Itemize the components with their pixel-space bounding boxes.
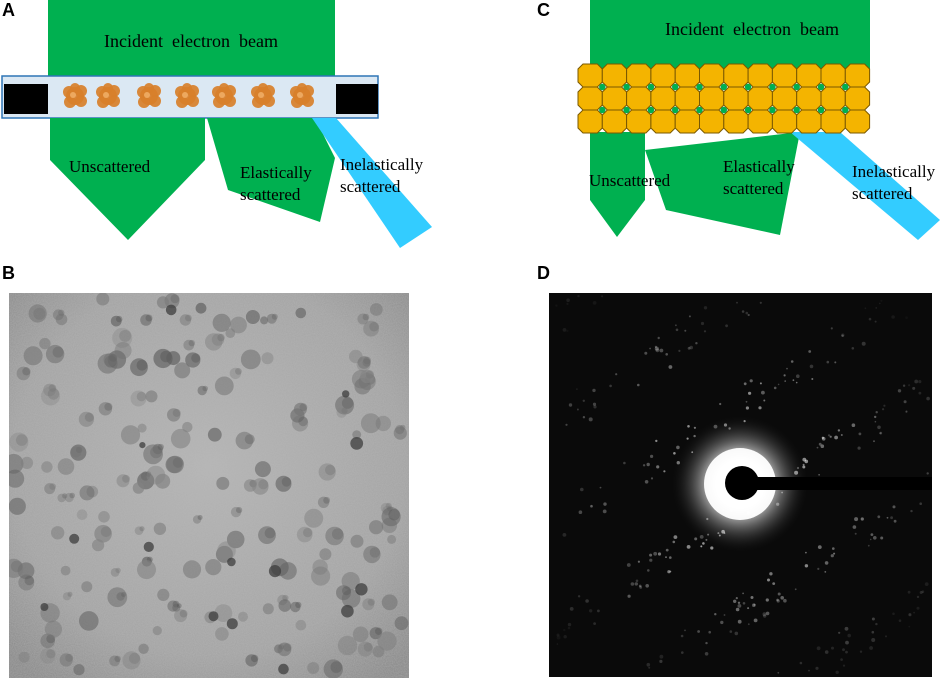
- crystal-unit-cell-icon: [723, 86, 749, 111]
- panel-c: C Incident electron beam Unscattered Ela…: [537, 0, 940, 240]
- protein-particle-icon: [137, 83, 161, 108]
- protein-particle-icon: [212, 83, 236, 108]
- beam-stop-arm: [745, 477, 932, 490]
- elastic-label-a-1: Elastically: [240, 163, 312, 182]
- crystal-unit-cell-icon: [626, 86, 652, 111]
- crystal-unit-cell-icon: [844, 63, 871, 88]
- inelastic-label-c-2: scattered: [852, 184, 913, 203]
- inelastic-beam-a: [312, 118, 432, 248]
- unscattered-beam-a: [50, 118, 205, 240]
- crystal-unit-cell-icon: [771, 86, 798, 111]
- protein-particle-icon: [251, 83, 275, 108]
- beam-label-c: Incident electron beam: [665, 19, 839, 39]
- panel-label-d: D: [537, 263, 550, 283]
- elastic-beam-a: [207, 118, 335, 222]
- panel-label-c: C: [537, 0, 550, 20]
- crystal-unit-cell-icon: [796, 86, 822, 111]
- crystal-lattice-c: [577, 63, 871, 134]
- crystal-unit-cell-icon: [771, 109, 798, 134]
- crystal-unit-cell-icon: [650, 86, 676, 111]
- crystal-unit-cell-icon: [820, 109, 846, 134]
- panel-label-a: A: [2, 0, 15, 20]
- panel-label-b: B: [2, 263, 15, 283]
- protein-particle-icon: [175, 83, 199, 108]
- protein-particle-icon: [63, 83, 87, 108]
- crystal-unit-cell-icon: [723, 109, 749, 134]
- micrograph-particles: [9, 293, 409, 678]
- inelastic-beam-c: [790, 132, 940, 240]
- crystal-unit-cell-icon: [723, 63, 749, 88]
- protein-particle-icon: [290, 83, 314, 108]
- crystal-unit-cell-icon: [626, 63, 652, 88]
- particles-a: [63, 83, 314, 108]
- crystal-unit-cell-icon: [747, 63, 773, 88]
- unscattered-label-c: Unscattered: [589, 171, 671, 190]
- crystal-unit-cell-icon: [844, 86, 871, 111]
- crystal-unit-cell-icon: [601, 63, 628, 88]
- elastic-label-a-2: scattered: [240, 185, 301, 204]
- elastic-beam-c: [645, 132, 800, 235]
- crystal-unit-cell-icon: [674, 86, 700, 111]
- crystal-unit-cell-icon: [577, 86, 603, 111]
- crystal-unit-cell-icon: [747, 109, 773, 134]
- crystal-unit-cell-icon: [771, 63, 798, 88]
- crystal-unit-cell-icon: [650, 109, 676, 134]
- unscattered-label-a: Unscattered: [69, 157, 151, 176]
- crystal-unit-cell-icon: [820, 86, 846, 111]
- cryo-em-micrograph: [9, 293, 409, 678]
- diffraction-pattern: [549, 293, 932, 677]
- inelastic-label-c-1: Inelastically: [852, 162, 936, 181]
- crystal-unit-cell-icon: [699, 63, 725, 88]
- crystal-unit-cell-icon: [674, 109, 700, 134]
- beam-label-a: Incident electron beam: [104, 31, 278, 51]
- crystal-unit-cell-icon: [796, 63, 822, 88]
- crystal-unit-cell-icon: [820, 63, 846, 88]
- crystal-unit-cell-icon: [577, 63, 603, 88]
- crystal-unit-cell-icon: [674, 63, 700, 88]
- inelastic-label-a-1: Inelastically: [340, 155, 424, 174]
- crystal-unit-cell-icon: [844, 109, 871, 134]
- elastic-label-c-1: Elastically: [723, 157, 795, 176]
- crystal-unit-cell-icon: [796, 109, 822, 134]
- crystal-unit-cell-icon: [601, 109, 628, 134]
- crystal-unit-cell-icon: [626, 109, 652, 134]
- incident-beam-a: [48, 0, 335, 78]
- beam-stop-icon: [725, 466, 759, 500]
- crystal-unit-cell-icon: [650, 63, 676, 88]
- panel-b: B: [2, 263, 409, 678]
- crystal-unit-cell-icon: [747, 86, 773, 111]
- support-grid-left-a: [4, 84, 48, 114]
- unscattered-beam-c: [590, 132, 645, 237]
- crystal-unit-cell-icon: [577, 109, 603, 134]
- protein-particle-icon: [96, 83, 120, 108]
- crystal-unit-cell-icon: [601, 86, 628, 111]
- incident-beam-c: [590, 0, 870, 70]
- crystal-unit-cell-icon: [699, 109, 725, 134]
- elastic-label-c-2: scattered: [723, 179, 784, 198]
- inelastic-label-a-2: scattered: [340, 177, 401, 196]
- crystal-unit-cell-icon: [699, 86, 725, 111]
- panel-a: A Incident electron beam Unscattered Ela…: [1, 0, 432, 248]
- panel-d: D: [537, 263, 932, 677]
- support-grid-right-a: [336, 84, 378, 114]
